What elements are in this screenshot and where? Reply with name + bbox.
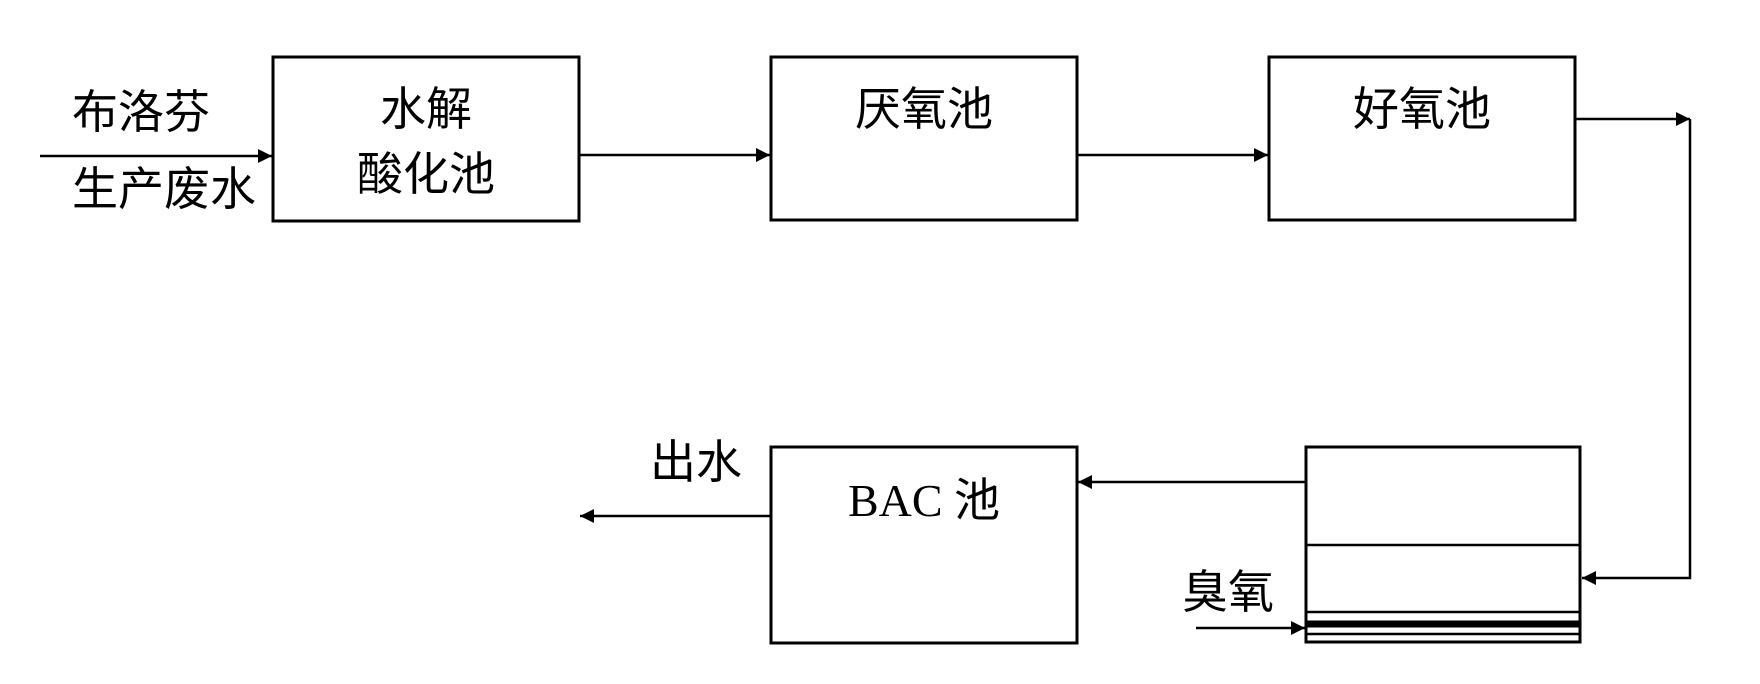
output-label: 出水 (650, 435, 742, 489)
input-label-line2: 生产废水 (72, 162, 256, 216)
arrow-to-ozone-reactor (1582, 119, 1692, 585)
bac-tank (769, 445, 1079, 645)
bac-tank-label: BAC 池 (848, 475, 1000, 526)
ozone-label: 臭氧 (1182, 565, 1274, 619)
aerobic-tank (1267, 55, 1577, 222)
aerobic-tank-label: 好氧池 (1353, 82, 1491, 136)
input-label-line1: 布洛芬 (72, 85, 210, 139)
anaerobic-tank (769, 55, 1079, 222)
hydrolysis-acidification-tank (271, 55, 581, 223)
anaerobic-tank-label: 厌氧池 (855, 82, 993, 136)
hydrolysis-tank-label-line1: 水解 (380, 82, 472, 136)
hydrolysis-tank-label-line2: 酸化池 (357, 147, 495, 201)
